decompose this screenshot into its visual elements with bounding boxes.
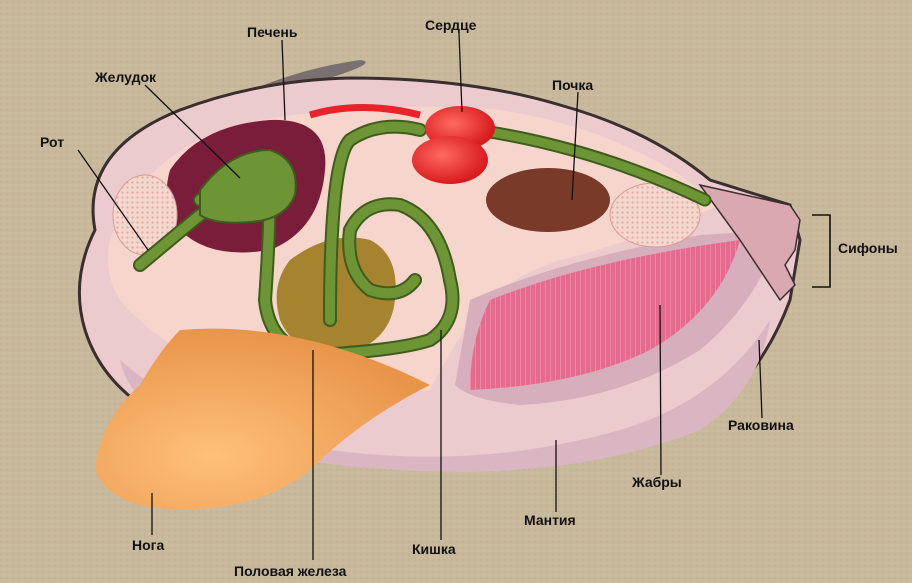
label-mouth: Рот — [40, 134, 65, 150]
pointer-liver — [281, 39, 286, 121]
label-mantle: Мантия — [524, 512, 576, 528]
esophagus — [135, 210, 205, 270]
label-heart: Сердце — [425, 17, 477, 33]
label-liver: Печень — [247, 24, 298, 40]
label-intestine: Кишка — [412, 541, 456, 557]
pointer-kidney — [571, 91, 579, 201]
pointer-gills — [659, 304, 662, 476]
label-siphons: Сифоны — [838, 240, 898, 256]
label-shell: Раковина — [728, 417, 794, 433]
label-gills: Жабры — [632, 474, 682, 490]
foot — [95, 328, 430, 510]
heart-atrium — [412, 136, 488, 184]
rectum — [485, 127, 710, 205]
label-stomach: Желудок — [95, 69, 157, 85]
intestine — [195, 169, 458, 361]
mantle-lower — [120, 320, 770, 472]
pointer-heart — [458, 32, 463, 113]
label-foot: Нога — [132, 537, 165, 553]
label-gonad: Половая железа — [234, 563, 347, 579]
siphons — [698, 183, 801, 302]
pointer-stomach — [144, 84, 241, 179]
siphon-bracket — [812, 214, 831, 288]
pointer-lines — [77, 32, 763, 560]
pointer-mouth — [77, 149, 149, 251]
aorta — [308, 104, 421, 119]
gills — [470, 240, 740, 390]
label-kidney: Почка — [552, 77, 594, 93]
pointer-shell — [758, 339, 763, 419]
stomach — [199, 148, 297, 224]
intestine-upper — [325, 121, 425, 325]
kidney — [486, 168, 610, 232]
